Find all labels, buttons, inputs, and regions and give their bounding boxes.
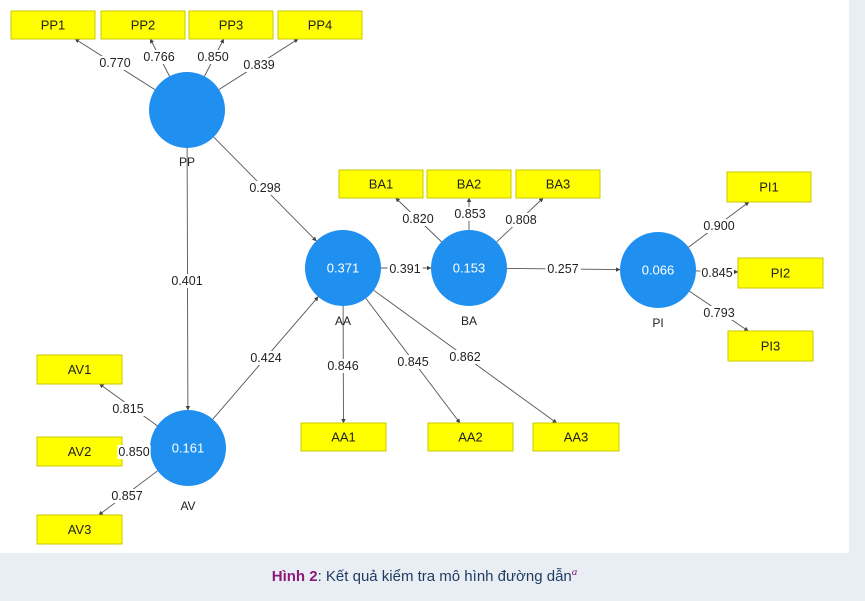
r-squared-value: 0.066 bbox=[642, 263, 675, 278]
construct-name: PP bbox=[179, 155, 195, 169]
caption-figure-number: Hình 2 bbox=[271, 568, 318, 585]
indicator-label: PP3 bbox=[219, 18, 244, 33]
indicator-label: AV3 bbox=[68, 522, 92, 537]
indicator-pi3: PI3 bbox=[727, 330, 814, 362]
indicator-label: AA3 bbox=[564, 430, 589, 445]
construct-name: AV bbox=[180, 499, 195, 513]
caption-superscript: a bbox=[571, 566, 578, 578]
indicator-label: BA2 bbox=[457, 177, 482, 192]
indicator-aa3: AA3 bbox=[532, 422, 620, 452]
r-squared-value: 0.153 bbox=[453, 261, 486, 276]
loading-value-av3: 0.857 bbox=[111, 489, 142, 503]
path-coefficient-av-aa: 0.424 bbox=[250, 351, 281, 365]
construct-name: BA bbox=[461, 314, 477, 328]
indicator-pp4: PP4 bbox=[277, 10, 363, 40]
indicator-label: AA2 bbox=[458, 430, 483, 445]
loading-value-pp3: 0.850 bbox=[197, 50, 228, 64]
indicator-av2: AV2 bbox=[36, 436, 123, 467]
indicator-label: PI1 bbox=[759, 180, 779, 195]
indicator-label: PP1 bbox=[41, 18, 66, 33]
loading-value-pp1: 0.770 bbox=[99, 56, 130, 70]
indicator-label: AV2 bbox=[68, 444, 92, 459]
indicator-label: PP2 bbox=[131, 18, 156, 33]
indicator-pp3: PP3 bbox=[188, 10, 274, 40]
construct-name: PI bbox=[652, 316, 663, 330]
figure-caption: Hình 2: Kết quả kiểm tra mô hình đường d… bbox=[0, 566, 849, 585]
construct-pp: PP bbox=[149, 72, 225, 169]
indicator-label: AV1 bbox=[68, 362, 92, 377]
indicator-ba2: BA2 bbox=[426, 169, 512, 199]
indicator-label: BA3 bbox=[546, 177, 571, 192]
indicator-pp2: PP2 bbox=[100, 10, 186, 40]
indicator-av1: AV1 bbox=[36, 354, 123, 385]
indicator-ba1: BA1 bbox=[338, 169, 424, 199]
loading-value-pp2: 0.766 bbox=[143, 50, 174, 64]
r-squared-value: 0.161 bbox=[172, 441, 205, 456]
loading-value-ba1: 0.820 bbox=[402, 212, 433, 226]
loading-value-aa2: 0.845 bbox=[397, 355, 428, 369]
loading-value-ba3: 0.808 bbox=[505, 213, 536, 227]
loading-value-pi1: 0.900 bbox=[703, 219, 734, 233]
r-squared-value: 0.371 bbox=[327, 261, 360, 276]
loading-value-pi3: 0.793 bbox=[703, 306, 734, 320]
indicator-av3: AV3 bbox=[36, 514, 123, 545]
path-coefficient-ba-pi: 0.257 bbox=[547, 262, 578, 276]
path-coefficient-aa-ba: 0.391 bbox=[389, 262, 420, 276]
indicator-aa2: AA2 bbox=[427, 422, 514, 452]
construct-name: AA bbox=[335, 314, 351, 328]
indicator-ba3: BA3 bbox=[515, 169, 601, 199]
loading-value-av1: 0.815 bbox=[112, 402, 143, 416]
caption-text: : Kết quả kiểm tra mô hình đường dẫn bbox=[317, 568, 572, 585]
indicator-pi2: PI2 bbox=[737, 257, 824, 289]
loading-value-av2: 0.850 bbox=[118, 445, 149, 459]
indicator-pp1: PP1 bbox=[10, 10, 96, 40]
indicator-label: PI2 bbox=[771, 266, 791, 281]
indicator-label: PI3 bbox=[761, 339, 781, 354]
loading-value-aa3: 0.862 bbox=[449, 350, 480, 364]
path-coefficient-pp-av: 0.401 bbox=[171, 274, 202, 288]
loading-value-pi2: 0.845 bbox=[701, 266, 732, 280]
loading-value-ba2: 0.853 bbox=[454, 207, 485, 221]
loading-value-aa1: 0.846 bbox=[327, 359, 358, 373]
indicator-label: BA1 bbox=[369, 177, 394, 192]
indicator-pi1: PI1 bbox=[726, 171, 812, 203]
indicator-label: AA1 bbox=[331, 430, 356, 445]
loading-value-pp4: 0.839 bbox=[243, 58, 274, 72]
path-coefficient-pp-aa: 0.298 bbox=[249, 181, 280, 195]
indicator-label: PP4 bbox=[308, 18, 333, 33]
indicator-aa1: AA1 bbox=[300, 422, 387, 452]
